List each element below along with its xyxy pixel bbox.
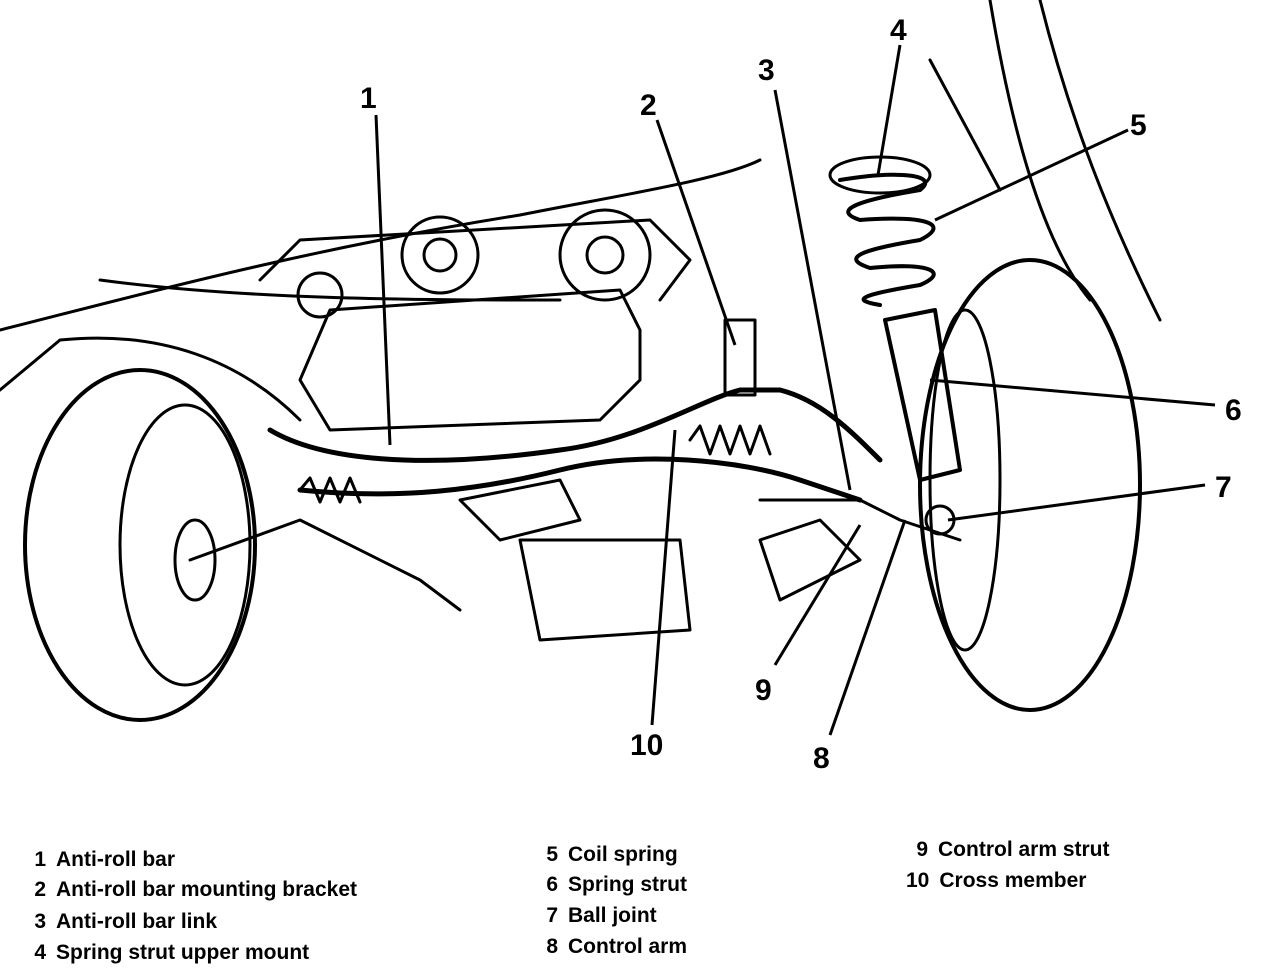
legend-label: Cross member (939, 869, 1087, 892)
leader-1 (374, 114, 392, 446)
legend-item-5: 5 Coil spring (536, 843, 678, 867)
pulley-2 (558, 208, 652, 302)
callout-9: 9 (755, 674, 772, 707)
right-tire-inner (928, 308, 1002, 652)
engine-top (258, 218, 692, 302)
legend-number: 3 (34, 910, 46, 933)
front-suspension-diagram: 1 2 3 4 5 6 7 8 9 10 (0, 0, 1242, 775)
callout-2: 2 (640, 89, 657, 122)
steering-boot-right (688, 424, 772, 456)
legend-item-2: 2 Anti-roll bar mounting bracket (24, 878, 357, 902)
callout-5: 5 (1130, 109, 1147, 142)
legend-number: 1 (34, 848, 46, 871)
control-arm-left (188, 518, 462, 612)
leader-2 (655, 119, 737, 346)
callout-3: 3 (758, 54, 775, 87)
anti-roll-bar (267, 387, 883, 463)
legend-item-3: 3 Anti-roll bar link (24, 910, 217, 934)
legend-number: 4 (34, 941, 46, 964)
callout-7: 7 (1215, 471, 1232, 504)
leader-9 (773, 524, 862, 666)
legend-label: Anti-roll bar mounting bracket (56, 878, 358, 901)
cross-member (297, 456, 863, 503)
legend-number: 7 (546, 904, 558, 927)
legend-number: 5 (546, 843, 558, 866)
engine-block (298, 288, 642, 432)
fender-right (928, 0, 1162, 322)
legend-label: Ball joint (568, 904, 657, 927)
callout-10: 10 (630, 729, 663, 762)
pulley-1 (400, 215, 480, 295)
leader-5 (934, 128, 1129, 222)
body-outline (0, 158, 762, 332)
legend-item-10: 10 Cross member (906, 869, 1086, 893)
legend-number: 10 (906, 869, 930, 892)
legend-number: 2 (34, 878, 46, 901)
legend-item-9: 9 Control arm strut (906, 838, 1110, 862)
legend-label: Control arm strut (938, 838, 1110, 861)
coil-spring (838, 172, 936, 307)
callout-4: 4 (890, 14, 907, 47)
leader-3 (773, 89, 852, 491)
pulley-1-inner (422, 237, 458, 273)
left-rim (118, 403, 252, 687)
mounting-bracket (723, 318, 757, 397)
leader-4 (876, 44, 902, 176)
control-arm-strut (758, 518, 862, 602)
legend-number: 6 (546, 873, 558, 896)
legend-number: 9 (916, 838, 928, 861)
callout-1: 1 (360, 82, 377, 115)
legend-label: Spring strut (568, 873, 687, 896)
legend-item-1: 1 Anti-roll bar (24, 848, 175, 872)
legend-item-4: 4 Spring strut upper mount (24, 941, 309, 965)
callout-8: 8 (813, 742, 830, 775)
leader-6 (929, 378, 1216, 407)
callout-6: 6 (1225, 394, 1242, 427)
left-tire (23, 368, 257, 722)
left-hub (173, 518, 217, 602)
pulley-3 (296, 271, 344, 319)
legend-label: Spring strut upper mount (56, 941, 310, 964)
undertray-line (98, 278, 562, 302)
steering-boot-left (298, 476, 362, 504)
legend-item-8: 8 Control arm (536, 935, 687, 959)
body-outline-lower (0, 336, 302, 422)
right-tire (918, 258, 1142, 712)
legend-item-6: 6 Spring strut (536, 873, 687, 897)
leader-10 (650, 429, 677, 726)
legend-item-7: 7 Ball joint (536, 904, 657, 928)
legend-number: 8 (546, 935, 558, 958)
spring-strut (883, 308, 962, 482)
pulley-2-inner (585, 235, 625, 275)
legend-label: Control arm (568, 935, 688, 958)
leader-8 (828, 519, 907, 736)
legend-label: Anti-roll bar (56, 848, 175, 871)
oil-pan (458, 478, 692, 642)
leader-7 (947, 483, 1206, 522)
legend-label: Anti-roll bar link (56, 910, 218, 933)
legend-label: Coil spring (568, 843, 678, 866)
